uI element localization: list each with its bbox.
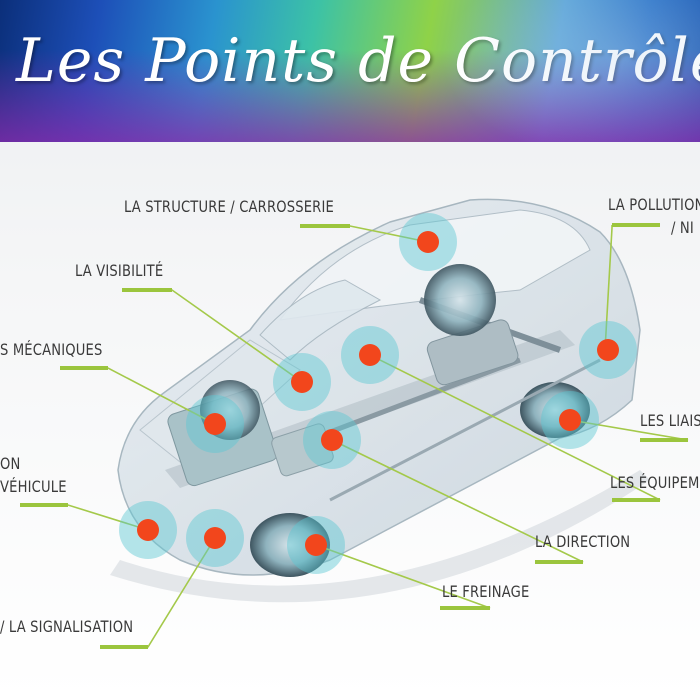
label-equipements: LES ÉQUIPEM [610,473,700,492]
markers [119,213,637,574]
label-visibilite: LA VISIBILITÉ [75,261,164,280]
marker-freinage [287,516,345,574]
label-pollution-line1: LA POLLUTION [608,195,700,214]
label-freinage: LE FREINAGE [442,582,530,601]
marker-mecaniques [186,395,244,453]
marker-liaisons [541,391,599,449]
marker-pollution [579,321,637,379]
marker-visibilite [273,353,331,411]
underline-pollution [612,223,660,227]
marker-equipements [341,326,399,384]
marker-structure [399,213,457,271]
marker-direction [303,411,361,469]
underline-structure [300,224,350,228]
marker-signalisation [186,509,244,567]
exhaust-pipe [329,358,601,502]
label-liaisons: LES LIAIS [640,411,700,430]
front-wheel [250,513,330,577]
underline-mecaniques [60,366,108,370]
underline-identification [20,503,68,507]
label-pollution-line2: / NI [671,218,694,237]
label-mecaniques: S MÉCANIQUES [0,340,103,359]
label-identification-line2: VÉHICULE [0,477,67,496]
label-identification-line1: ON [0,454,21,473]
marker-identification [119,501,177,559]
underline-equipements [612,498,660,502]
windshield [259,279,382,361]
underline-liaisons [640,438,688,442]
underline-visibilite [122,288,172,292]
underline-signalisation [100,645,148,649]
rear-wheel-top [424,264,496,336]
label-direction: LA DIRECTION [535,532,631,551]
underline-freinage [440,606,490,610]
label-structure: LA STRUCTURE / CARROSSERIE [124,197,334,216]
car-body [117,198,641,576]
label-signalisation: / LA SIGNALISATION [0,617,134,636]
label-underlines [20,223,688,649]
header-banner: Les Points de Contrôle [0,0,700,142]
underline-direction [535,560,583,564]
car-shadow [110,470,650,603]
